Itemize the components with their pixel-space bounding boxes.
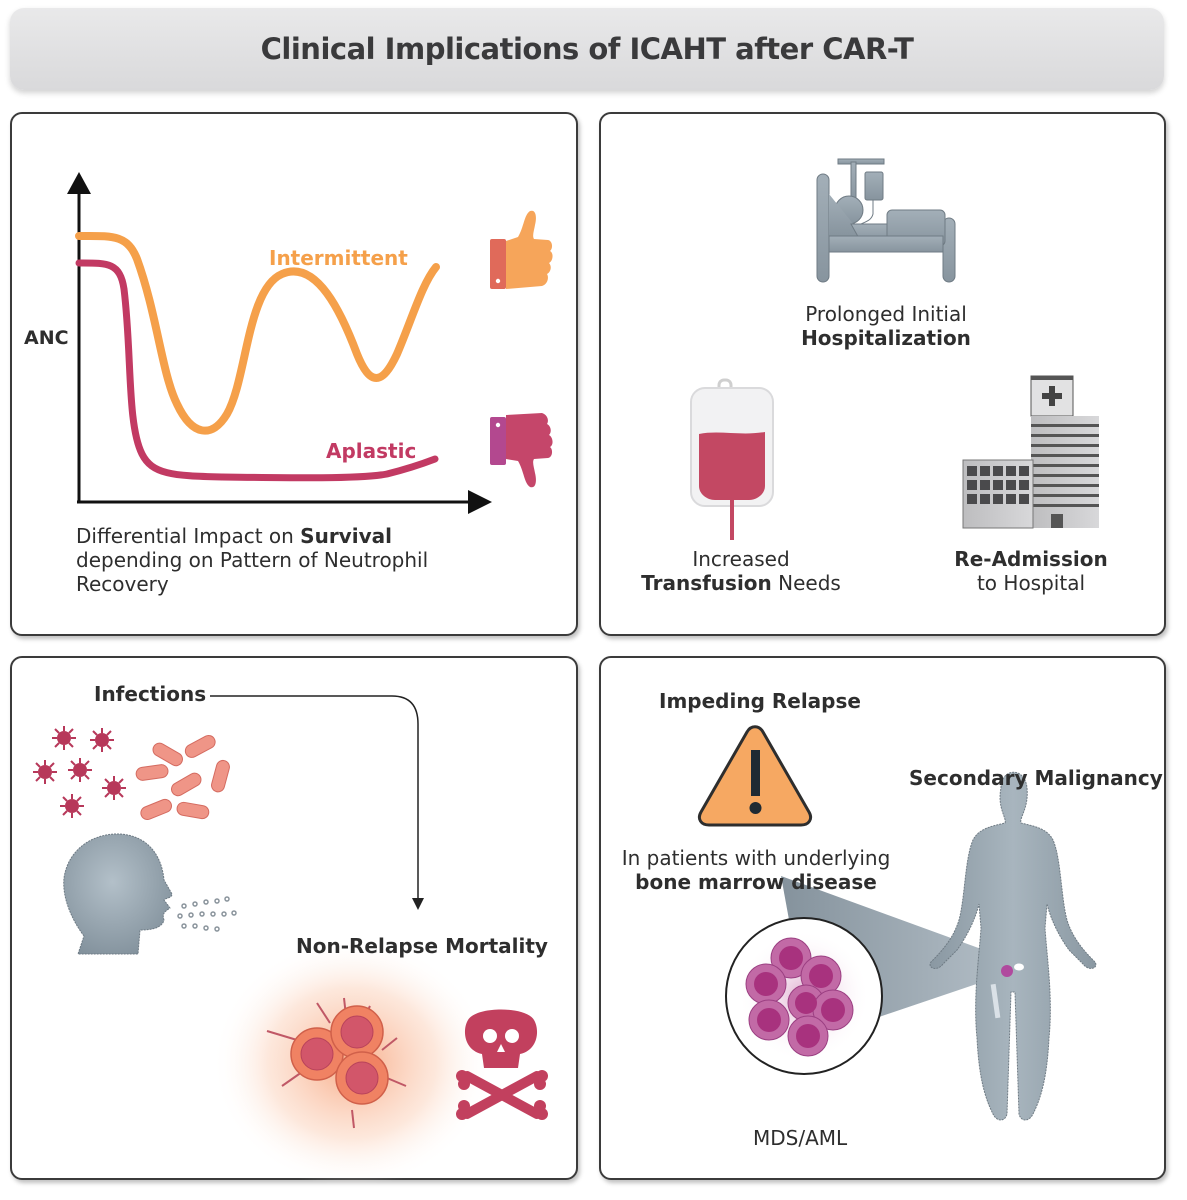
y-axis-label: ANC [24,327,69,349]
panel-survival: ANC Intermittent Aplastic Differential I… [10,112,578,636]
infection-illustrations [32,695,548,1188]
virus-icon [32,725,127,819]
transfusion-label: Increased Transfusion Needs [621,547,861,595]
x-axis-arrowhead [468,490,492,514]
transfusion-line1: Increased [692,547,790,571]
bacteria-icon [135,734,230,821]
hospital-building-icon [962,375,1099,529]
relapse-note-line1: In patients with underlying [621,846,891,870]
readmission-line2: to Hospital [976,571,1086,595]
transfusion-bold: Transfusion [641,571,772,595]
hospital-icons [690,158,1099,540]
blood-bag-icon [690,378,774,540]
panel-relapse-malignancy: Impeding Relapse In patients with underl… [599,656,1166,1180]
readmission-label: Re-Admission to Hospital [921,547,1141,595]
relapse-illustrations [697,725,1097,1121]
thumbs-up-icon [490,210,553,289]
hospitalization-label: Prolonged Initial Hospitalization [751,302,1021,350]
aplastic-curve [75,259,439,482]
intermittent-label: Intermittent [269,246,408,270]
caption-line2: depending on Pattern of Neutrophil [76,548,429,572]
thumbs-down-icon [490,413,553,488]
panel-hospital-burden: Prolonged Initial Hospitalization Increa… [599,112,1166,636]
infections-to-nrm-arrow [210,695,419,900]
coughing-head-icon [63,833,237,955]
hospitalization-line2: Hospitalization [801,326,971,350]
malignancy-title: Secondary Malignancy [909,766,1163,790]
infections-label: Infections [94,682,207,706]
nrm-label: Non-Relapse Mortality [296,934,548,958]
caption-survival-bold: Survival [300,524,392,548]
hospitalization-line1: Prolonged Initial [805,302,967,326]
title-banner: Clinical Implications of ICAHT after CAR… [10,8,1164,90]
page-title: Clinical Implications of ICAHT after CAR… [260,32,914,66]
transfusion-rest: Needs [771,571,841,595]
aplastic-label: Aplastic [326,439,417,463]
relapse-note: In patients with underlying bone marrow … [606,846,906,894]
y-axis-arrowhead [67,172,91,194]
skull-crossbones-icon [456,1009,548,1120]
malignant-cells-icon [725,917,883,1075]
intermittent-curve [75,231,440,435]
anc-recovery-diagram [67,172,553,514]
caption-line1: Differential Impact on [76,524,301,548]
mds-aml-label: MDS/AML [753,1126,848,1150]
relapse-note-line2: bone marrow disease [635,870,877,894]
warning-icon [697,725,813,827]
arrowhead-icon [412,898,424,910]
hospital-bed-icon [816,158,956,283]
panel-infections: Infections Non-Relapse Mortality [10,656,578,1188]
readmission-line1: Re-Admission [954,547,1108,571]
human-body-icon [929,771,1097,1121]
infected-cells-icon [212,938,492,1188]
survival-caption: Differential Impact on Survival dependin… [76,524,496,596]
caption-line3: Recovery [76,572,169,596]
relapse-title: Impeding Relapse [659,689,861,713]
